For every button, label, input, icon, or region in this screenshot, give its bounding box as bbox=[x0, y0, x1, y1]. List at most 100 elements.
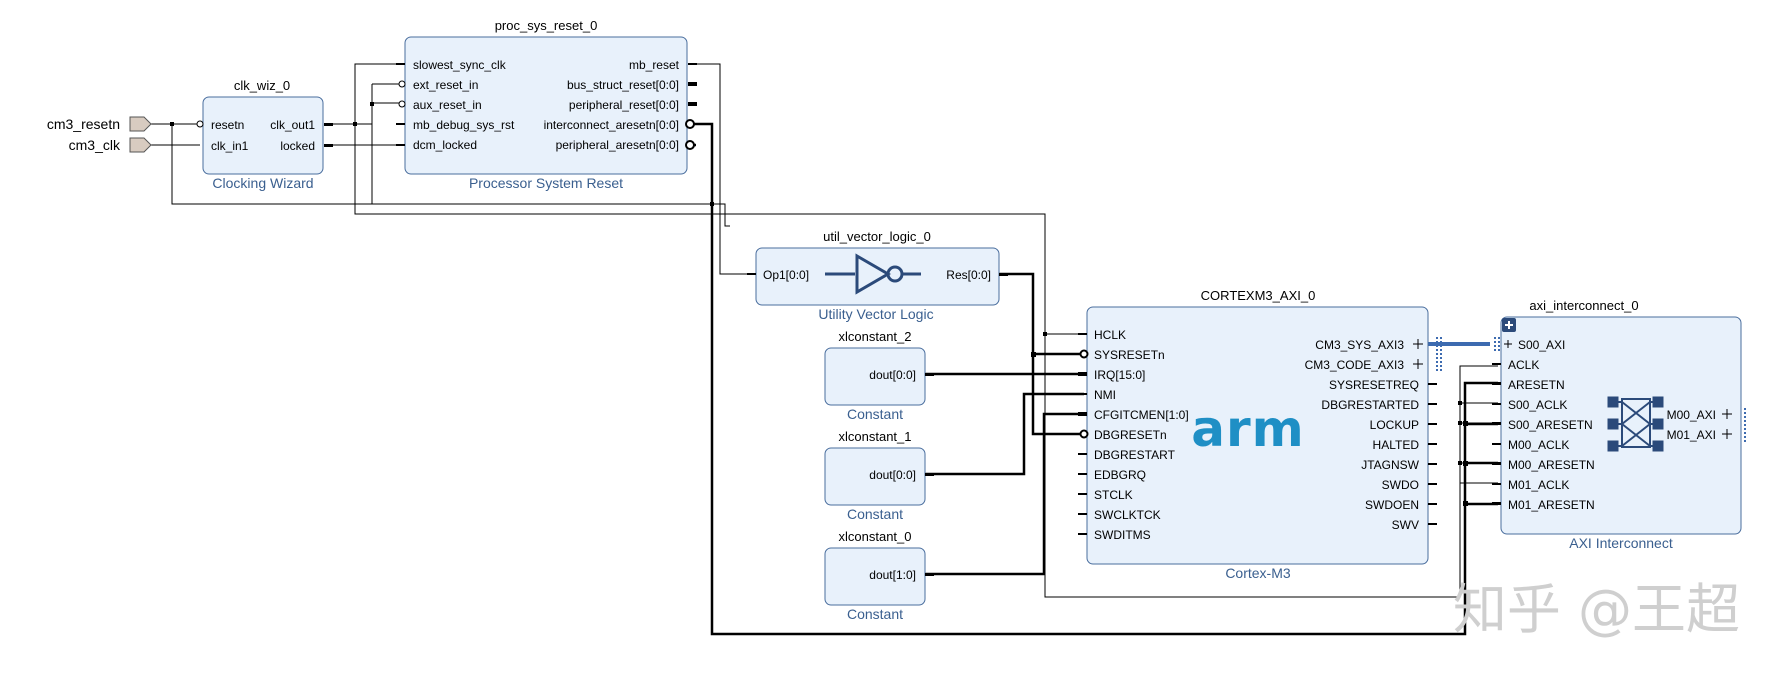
pin-stub bbox=[1492, 502, 1501, 505]
pin-swditms: SWDITMS bbox=[1094, 528, 1151, 542]
bus-expand-icon[interactable] bbox=[1413, 359, 1423, 369]
external-port-clk[interactable]: cm3_clk bbox=[69, 137, 152, 153]
pin-stub bbox=[324, 144, 333, 147]
pin-ext-reset-in: ext_reset_in bbox=[413, 78, 478, 92]
pin-dbgrestarted: DBGRESTARTED bbox=[1321, 398, 1419, 412]
pin-bubble bbox=[1079, 349, 1089, 359]
pin-m00-axi: M00_AXI bbox=[1667, 408, 1716, 422]
wire-res bbox=[995, 272, 1084, 436]
pin-stub bbox=[324, 123, 333, 126]
pin-swv: SWV bbox=[1392, 518, 1419, 532]
pin-locked: locked bbox=[280, 139, 315, 153]
block-util-vector-logic[interactable]: util_vector_logic_0 Op1[0:0] Res[0:0] Ut… bbox=[747, 229, 1008, 322]
pin-m00-aclk: M00_ACLK bbox=[1508, 438, 1569, 452]
collapse-icon[interactable] bbox=[1502, 318, 1516, 332]
block-xlconstant-2[interactable]: xlconstant_2 dout[0:0] Constant bbox=[824, 329, 934, 422]
block-instance-name: util_vector_logic_0 bbox=[823, 229, 931, 244]
pin-stclk: STCLK bbox=[1094, 488, 1133, 502]
pin-m01-aresetn: M01_ARESETN bbox=[1508, 498, 1595, 512]
pin-cfgitcmen: CFGITCMEN[1:0] bbox=[1094, 408, 1189, 422]
pin-bubble bbox=[196, 120, 204, 128]
block-type-caption: Clocking Wizard bbox=[212, 175, 313, 191]
pin-s00-axi: S00_AXI bbox=[1518, 338, 1565, 352]
pin-stub bbox=[396, 63, 405, 65]
pin-stub bbox=[1428, 463, 1437, 465]
pin-stub bbox=[1078, 453, 1087, 455]
pin-stub bbox=[1428, 383, 1437, 385]
block-instance-name: clk_wiz_0 bbox=[234, 78, 290, 93]
pin-m01-axi: M01_AXI bbox=[1667, 428, 1716, 442]
arm-logo: arm bbox=[1191, 400, 1305, 458]
pin-dout: dout[0:0] bbox=[869, 368, 916, 382]
block-type-caption: Constant bbox=[847, 506, 903, 522]
pin-stub bbox=[396, 144, 405, 146]
wire-interconnect-aresetn bbox=[690, 122, 1498, 636]
pin-swclktck: SWCLKTCK bbox=[1094, 508, 1161, 522]
port-label-resetn: cm3_resetn bbox=[47, 116, 120, 132]
block-type-caption: Processor System Reset bbox=[469, 175, 623, 191]
bus-expand-icon[interactable] bbox=[1722, 409, 1732, 419]
pin-stub bbox=[1078, 513, 1087, 515]
pin-stub bbox=[1428, 503, 1437, 505]
block-cortexm3-axi[interactable]: CORTEXM3_AXI_0 HCLK SYSRESETn IRQ[15:0] … bbox=[1078, 288, 1442, 581]
not-gate-icon bbox=[825, 253, 921, 295]
wire-mb-reset bbox=[690, 63, 748, 275]
watermark-text: 知乎 @王超 bbox=[1453, 578, 1740, 641]
pin-mb-reset: mb_reset bbox=[629, 58, 680, 72]
port-label-clk: cm3_clk bbox=[69, 137, 121, 153]
pin-dout: dout[1:0] bbox=[869, 568, 916, 582]
pin-stub bbox=[1428, 423, 1437, 425]
external-port-resetn[interactable]: cm3_resetn bbox=[47, 116, 152, 132]
pin-stub bbox=[1078, 493, 1087, 495]
bus-expand-icon[interactable] bbox=[1413, 339, 1423, 349]
pin-interconnect-aresetn: interconnect_aresetn[0:0] bbox=[544, 118, 679, 132]
pin-dcm-locked: dcm_locked bbox=[413, 138, 477, 152]
pin-stub bbox=[999, 273, 1008, 276]
block-body bbox=[755, 247, 1000, 306]
wire-const0 bbox=[925, 412, 1084, 576]
block-clk-wiz[interactable]: clk_wiz_0 resetn clk_in1 clk_out1 locked… bbox=[196, 78, 333, 191]
block-proc-sys-reset[interactable]: proc_sys_reset_0 slowest_sync_clk ext_re… bbox=[396, 18, 697, 191]
input-port-icon bbox=[129, 116, 152, 132]
pin-dbgrestart: DBGRESTART bbox=[1094, 448, 1176, 462]
bus-expand-icon[interactable] bbox=[1504, 340, 1512, 348]
pin-stub bbox=[1428, 523, 1437, 525]
bus-port-dots bbox=[1494, 337, 1746, 442]
pin-halted: HALTED bbox=[1373, 438, 1420, 452]
pin-op1: Op1[0:0] bbox=[763, 268, 809, 282]
block-xlconstant-1[interactable]: xlconstant_1 dout[0:0] Constant bbox=[824, 429, 934, 522]
pin-stub bbox=[1492, 382, 1501, 385]
pin-bubble bbox=[398, 100, 406, 108]
pin-resetn: resetn bbox=[211, 118, 244, 132]
block-xlconstant-0[interactable]: xlconstant_0 dout[1:0] Constant bbox=[824, 529, 934, 622]
block-instance-name: proc_sys_reset_0 bbox=[495, 18, 598, 33]
block-type-caption: Constant bbox=[847, 606, 903, 622]
pin-stub bbox=[925, 373, 934, 376]
pin-stub bbox=[747, 273, 756, 275]
pin-clk-in1: clk_in1 bbox=[211, 139, 249, 153]
pin-stub bbox=[1428, 483, 1437, 485]
block-axi-interconnect[interactable]: axi_interconnect_0 S00_AXI ACLK ARESETN … bbox=[1492, 298, 1746, 551]
pin-slowest-sync-clk: slowest_sync_clk bbox=[413, 58, 507, 72]
pin-clk-out1: clk_out1 bbox=[270, 118, 315, 132]
pin-stub bbox=[688, 102, 697, 106]
pin-cm3-sys-axi3: CM3_SYS_AXI3 bbox=[1315, 338, 1404, 352]
pin-peripheral-reset: peripheral_reset[0:0] bbox=[569, 98, 679, 112]
block-instance-name: CORTEXM3_AXI_0 bbox=[1201, 288, 1316, 303]
pin-irq: IRQ[15:0] bbox=[1094, 368, 1145, 382]
pin-peripheral-aresetn: peripheral_aresetn[0:0] bbox=[556, 138, 679, 152]
pin-stub bbox=[1078, 473, 1087, 475]
pin-m00-aresetn: M00_ARESETN bbox=[1508, 458, 1595, 472]
pin-bubble bbox=[685, 119, 695, 129]
pin-stub bbox=[688, 82, 697, 86]
pin-nmi: NMI bbox=[1094, 388, 1116, 402]
pin-sysresetreq: SYSRESETREQ bbox=[1329, 378, 1419, 392]
pin-stub bbox=[1492, 483, 1501, 485]
bus-expand-icon[interactable] bbox=[1722, 429, 1732, 439]
pin-edbgrq: EDBGRQ bbox=[1094, 468, 1146, 482]
block-type-caption: Cortex-M3 bbox=[1225, 565, 1291, 581]
block-body bbox=[824, 447, 926, 506]
pin-s00-aclk: S00_ACLK bbox=[1508, 398, 1567, 412]
pin-stub bbox=[925, 473, 934, 476]
